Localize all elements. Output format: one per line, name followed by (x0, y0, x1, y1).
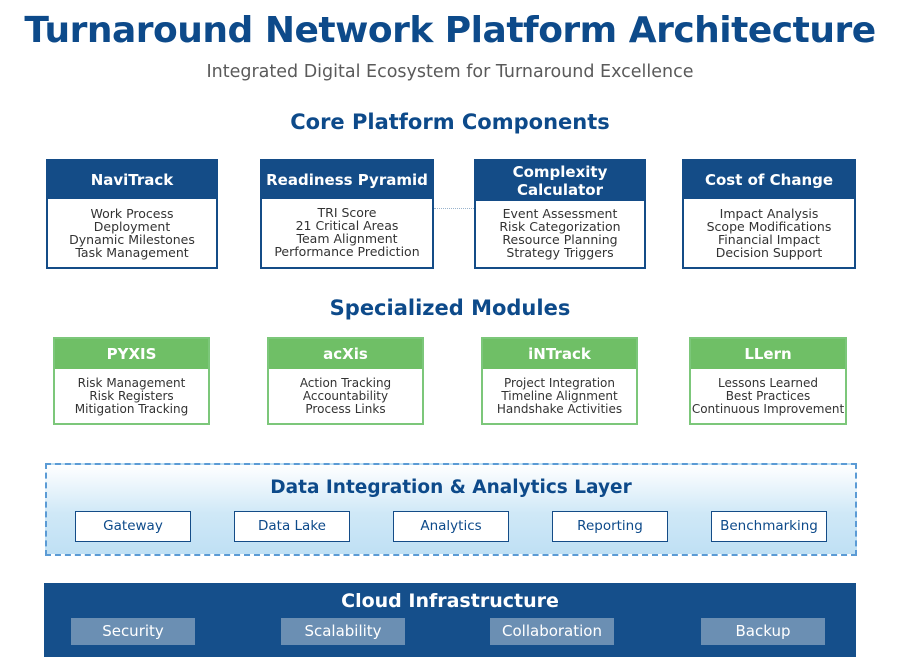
module-card-title: iNTrack (483, 339, 636, 369)
cloud-item-security: Security (71, 618, 195, 645)
core-card-readiness-pyramid: Readiness Pyramid TRI Score 21 Critical … (260, 159, 434, 269)
core-card-item: Deployment (93, 219, 171, 234)
core-card-title-line: Calculator (517, 181, 603, 199)
core-card-item: Team Alignment (296, 231, 398, 246)
core-card-title: Complexity Calculator (476, 161, 644, 201)
core-card-title: Readiness Pyramid (262, 161, 432, 199)
data-layer-item-reporting: Reporting (552, 511, 668, 542)
core-card-item: Task Management (75, 245, 189, 260)
core-card-item: Event Assessment (502, 206, 618, 221)
core-card-complexity-calculator: Complexity Calculator Event Assessment R… (474, 159, 646, 269)
core-card-title: Cost of Change (684, 161, 854, 199)
data-layer-item-data-lake: Data Lake (234, 511, 350, 542)
cloud-item-scalability: Scalability (281, 618, 405, 645)
data-layer-item-benchmarking: Benchmarking (711, 511, 827, 542)
core-card-item: Impact Analysis (719, 206, 819, 221)
module-card-item: Continuous Improvement (691, 402, 845, 416)
cloud-infrastructure-layer: Cloud Infrastructure Security Scalabilit… (44, 583, 856, 657)
core-card-item: Performance Prediction (274, 244, 420, 259)
module-card-item: Mitigation Tracking (74, 402, 189, 416)
module-card-item: Handshake Activities (496, 402, 623, 416)
core-card-cost-of-change: Cost of Change Impact Analysis Scope Mod… (682, 159, 856, 269)
module-card-title: acXis (269, 339, 422, 369)
data-layer-item-gateway: Gateway (75, 511, 191, 542)
module-card-pyxis: PYXIS Risk Management Risk Registers Mit… (53, 337, 210, 425)
module-card-llern: LLern Lessons Learned Best Practices Con… (689, 337, 847, 425)
module-card-title: LLern (691, 339, 845, 369)
page-subtitle: Integrated Digital Ecosystem for Turnaro… (206, 62, 694, 82)
module-card-item: Timeline Alignment (501, 389, 618, 403)
cloud-item-backup: Backup (701, 618, 825, 645)
module-card-item: Process Links (305, 402, 386, 416)
core-card-item: 21 Critical Areas (295, 218, 399, 233)
core-section-title: Core Platform Components (290, 110, 610, 134)
page-title: Turnaround Network Platform Architecture (24, 10, 876, 51)
core-card-title-line: Complexity (512, 163, 608, 181)
connector-line (434, 208, 474, 209)
core-card-item: Risk Categorization (499, 219, 621, 234)
module-card-item: Risk Management (77, 376, 186, 390)
core-card-item: Work Process (90, 206, 174, 221)
core-card-navitrack: NaviTrack Work Process Deployment Dynami… (46, 159, 218, 269)
module-card-item: Risk Registers (89, 389, 174, 403)
core-card-item: Financial Impact (718, 232, 820, 247)
module-card-title: PYXIS (55, 339, 208, 369)
module-card-item: Lessons Learned (718, 376, 818, 390)
core-card-item: Scope Modifications (706, 219, 832, 234)
core-card-item: Dynamic Milestones (69, 232, 195, 247)
module-card-intrack: iNTrack Project Integration Timeline Ali… (481, 337, 638, 425)
module-card-item: Best Practices (725, 389, 811, 403)
module-card-acxis: acXis Action Tracking Accountability Pro… (267, 337, 424, 425)
core-card-item: Strategy Triggers (506, 245, 614, 260)
module-card-item: Project Integration (504, 376, 615, 390)
modules-section-title: Specialized Modules (329, 296, 571, 320)
core-card-item: Decision Support (715, 245, 823, 260)
core-card-item: Resource Planning (502, 232, 618, 247)
data-layer-title: Data Integration & Analytics Layer (270, 477, 632, 498)
data-layer-item-analytics: Analytics (393, 511, 509, 542)
cloud-item-collaboration: Collaboration (490, 618, 614, 645)
module-card-item: Accountability (302, 389, 389, 403)
data-integration-layer: Data Integration & Analytics Layer Gatew… (45, 463, 857, 556)
cloud-layer-title: Cloud Infrastructure (341, 590, 559, 612)
core-card-title: NaviTrack (48, 161, 216, 199)
module-card-item: Action Tracking (299, 376, 392, 390)
core-card-item: TRI Score (317, 205, 377, 220)
